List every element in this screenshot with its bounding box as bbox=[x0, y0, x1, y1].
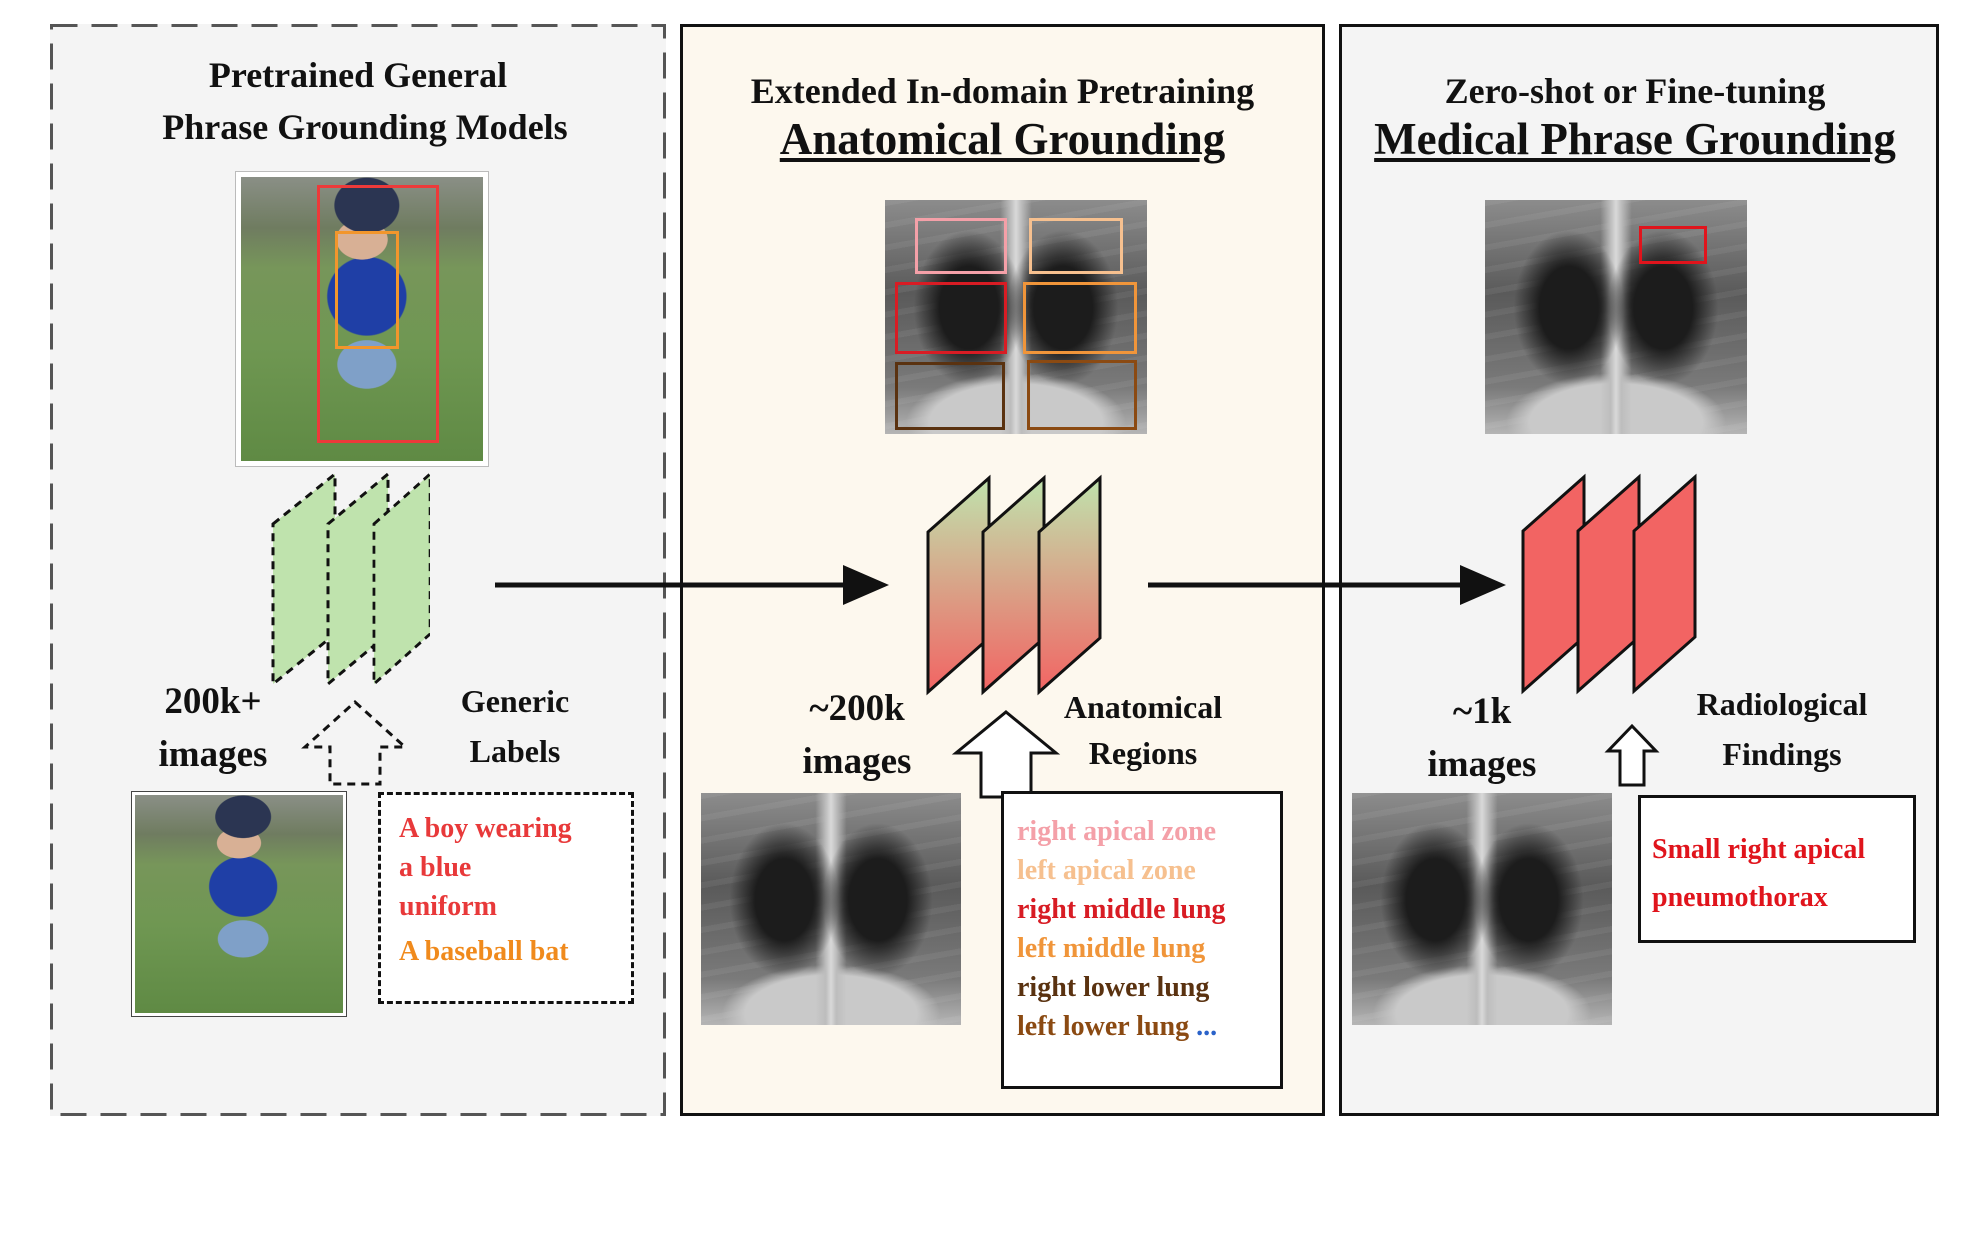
box-left-middle-lung bbox=[1023, 282, 1137, 354]
panel1-count-unit: images bbox=[158, 734, 268, 775]
region-line-4: left middle lung bbox=[1017, 933, 1206, 964]
box-right-lower-lung bbox=[895, 362, 1005, 430]
xray-anatomical-regions bbox=[885, 200, 1147, 434]
panel2-title-line2: Anatomical Grounding bbox=[779, 114, 1226, 164]
model-layer-3 bbox=[372, 472, 430, 688]
region-line-6-text: left lower lung bbox=[1017, 1011, 1190, 1042]
model-layer-3 bbox=[1037, 474, 1102, 696]
anatomical-regions-box: right apical zone left apical zone right… bbox=[1001, 791, 1283, 1089]
phrase-line-1: A boy wearing bbox=[399, 813, 572, 844]
box-left-apical-zone bbox=[1029, 218, 1123, 274]
panel1-count: 200k+ images bbox=[154, 675, 272, 781]
panel-anatomical-grounding: Extended In-domain Pretraining Anatomica… bbox=[680, 24, 1325, 1116]
region-ellipsis: ... bbox=[1196, 1011, 1218, 1042]
xray-input-image bbox=[701, 793, 961, 1025]
model-layer-1 bbox=[271, 470, 337, 688]
panel3-label-line1: Radiological bbox=[1696, 686, 1868, 722]
extended-model-layers bbox=[926, 474, 1102, 696]
panel3-label-line2: Findings bbox=[1722, 736, 1842, 772]
model-layer-2 bbox=[981, 474, 1046, 696]
baseball-photo-top bbox=[235, 171, 489, 467]
region-line-1: right apical zone bbox=[1017, 816, 1217, 847]
panel3-label: Radiological Findings bbox=[1672, 679, 1892, 779]
region-line-6: left lower lung ... bbox=[1017, 1007, 1280, 1046]
panel2-count: ~200k images bbox=[787, 682, 927, 788]
radiological-findings-box: Small right apical pneumothorax bbox=[1638, 795, 1916, 943]
panel3-count-unit: images bbox=[1427, 744, 1537, 785]
model-layer-1 bbox=[926, 474, 991, 696]
baseball-photo-bottom bbox=[131, 791, 347, 1017]
general-model-layers bbox=[271, 470, 430, 688]
boy-bounding-box bbox=[317, 185, 439, 443]
panel1-label: Generic Labels bbox=[440, 676, 590, 776]
up-arrow-icon bbox=[951, 710, 1061, 799]
finding-line-1: Small right apical bbox=[1652, 834, 1866, 865]
xray-input-image bbox=[1352, 793, 1612, 1025]
box-right-apical-zone bbox=[915, 218, 1007, 274]
panel3-count-number: ~1k bbox=[1452, 691, 1512, 732]
model-layer-1 bbox=[1521, 473, 1586, 695]
finding-line-2: pneumothorax bbox=[1652, 882, 1828, 913]
panel2-count-unit: images bbox=[802, 741, 912, 782]
panel1-title-line2: Phrase Grounding Models bbox=[162, 107, 568, 147]
bat-bounding-box bbox=[335, 231, 399, 349]
box-right-middle-lung bbox=[895, 282, 1007, 354]
panel2-label-line1: Anatomical bbox=[1063, 689, 1223, 725]
panel-pretrained-general: Pretrained General Phrase Grounding Mode… bbox=[50, 24, 666, 1116]
region-line-5: right lower lung bbox=[1017, 972, 1210, 1003]
small-up-arrow-icon bbox=[1604, 723, 1660, 787]
generic-labels-box: A boy wearing a blue uniform A baseball … bbox=[378, 792, 634, 1004]
panel3-count: ~1k images bbox=[1412, 685, 1552, 791]
panel2-label-line2: Regions bbox=[1088, 735, 1198, 771]
box-left-lower-lung bbox=[1027, 360, 1137, 430]
panel2-title-line1: Extended In-domain Pretraining bbox=[750, 71, 1255, 111]
panel2-count-number: ~200k bbox=[809, 688, 905, 729]
panel3-title-line1: Zero-shot or Fine-tuning bbox=[1444, 71, 1826, 111]
panel1-dashed-border bbox=[50, 24, 666, 1116]
region-line-2: left apical zone bbox=[1017, 855, 1196, 886]
box-pneumothorax bbox=[1639, 226, 1707, 264]
finetuned-model-layers bbox=[1521, 473, 1697, 695]
panel2-label: Anatomical Regions bbox=[1043, 684, 1243, 776]
phrase-line-2: a blue bbox=[399, 852, 472, 883]
dashed-up-arrow-icon bbox=[301, 699, 409, 786]
phrase-line-4: A baseball bat bbox=[399, 936, 569, 967]
phrase-line-3: uniform bbox=[399, 891, 497, 922]
model-layer-2 bbox=[1576, 473, 1641, 695]
region-line-3: right middle lung bbox=[1017, 894, 1226, 925]
panel1-label-line1: Generic bbox=[460, 683, 570, 719]
panel3-title-line2: Medical Phrase Grounding bbox=[1374, 114, 1896, 164]
panel1-count-number: 200k+ bbox=[164, 681, 262, 722]
panel1-label-line2: Labels bbox=[469, 733, 561, 769]
xray-finding-image bbox=[1485, 200, 1747, 434]
panel1-title-line1: Pretrained General bbox=[208, 55, 508, 95]
panel-medical-phrase-grounding: Zero-shot or Fine-tuning Medical Phrase … bbox=[1339, 24, 1939, 1116]
model-layer-3 bbox=[1632, 473, 1697, 695]
